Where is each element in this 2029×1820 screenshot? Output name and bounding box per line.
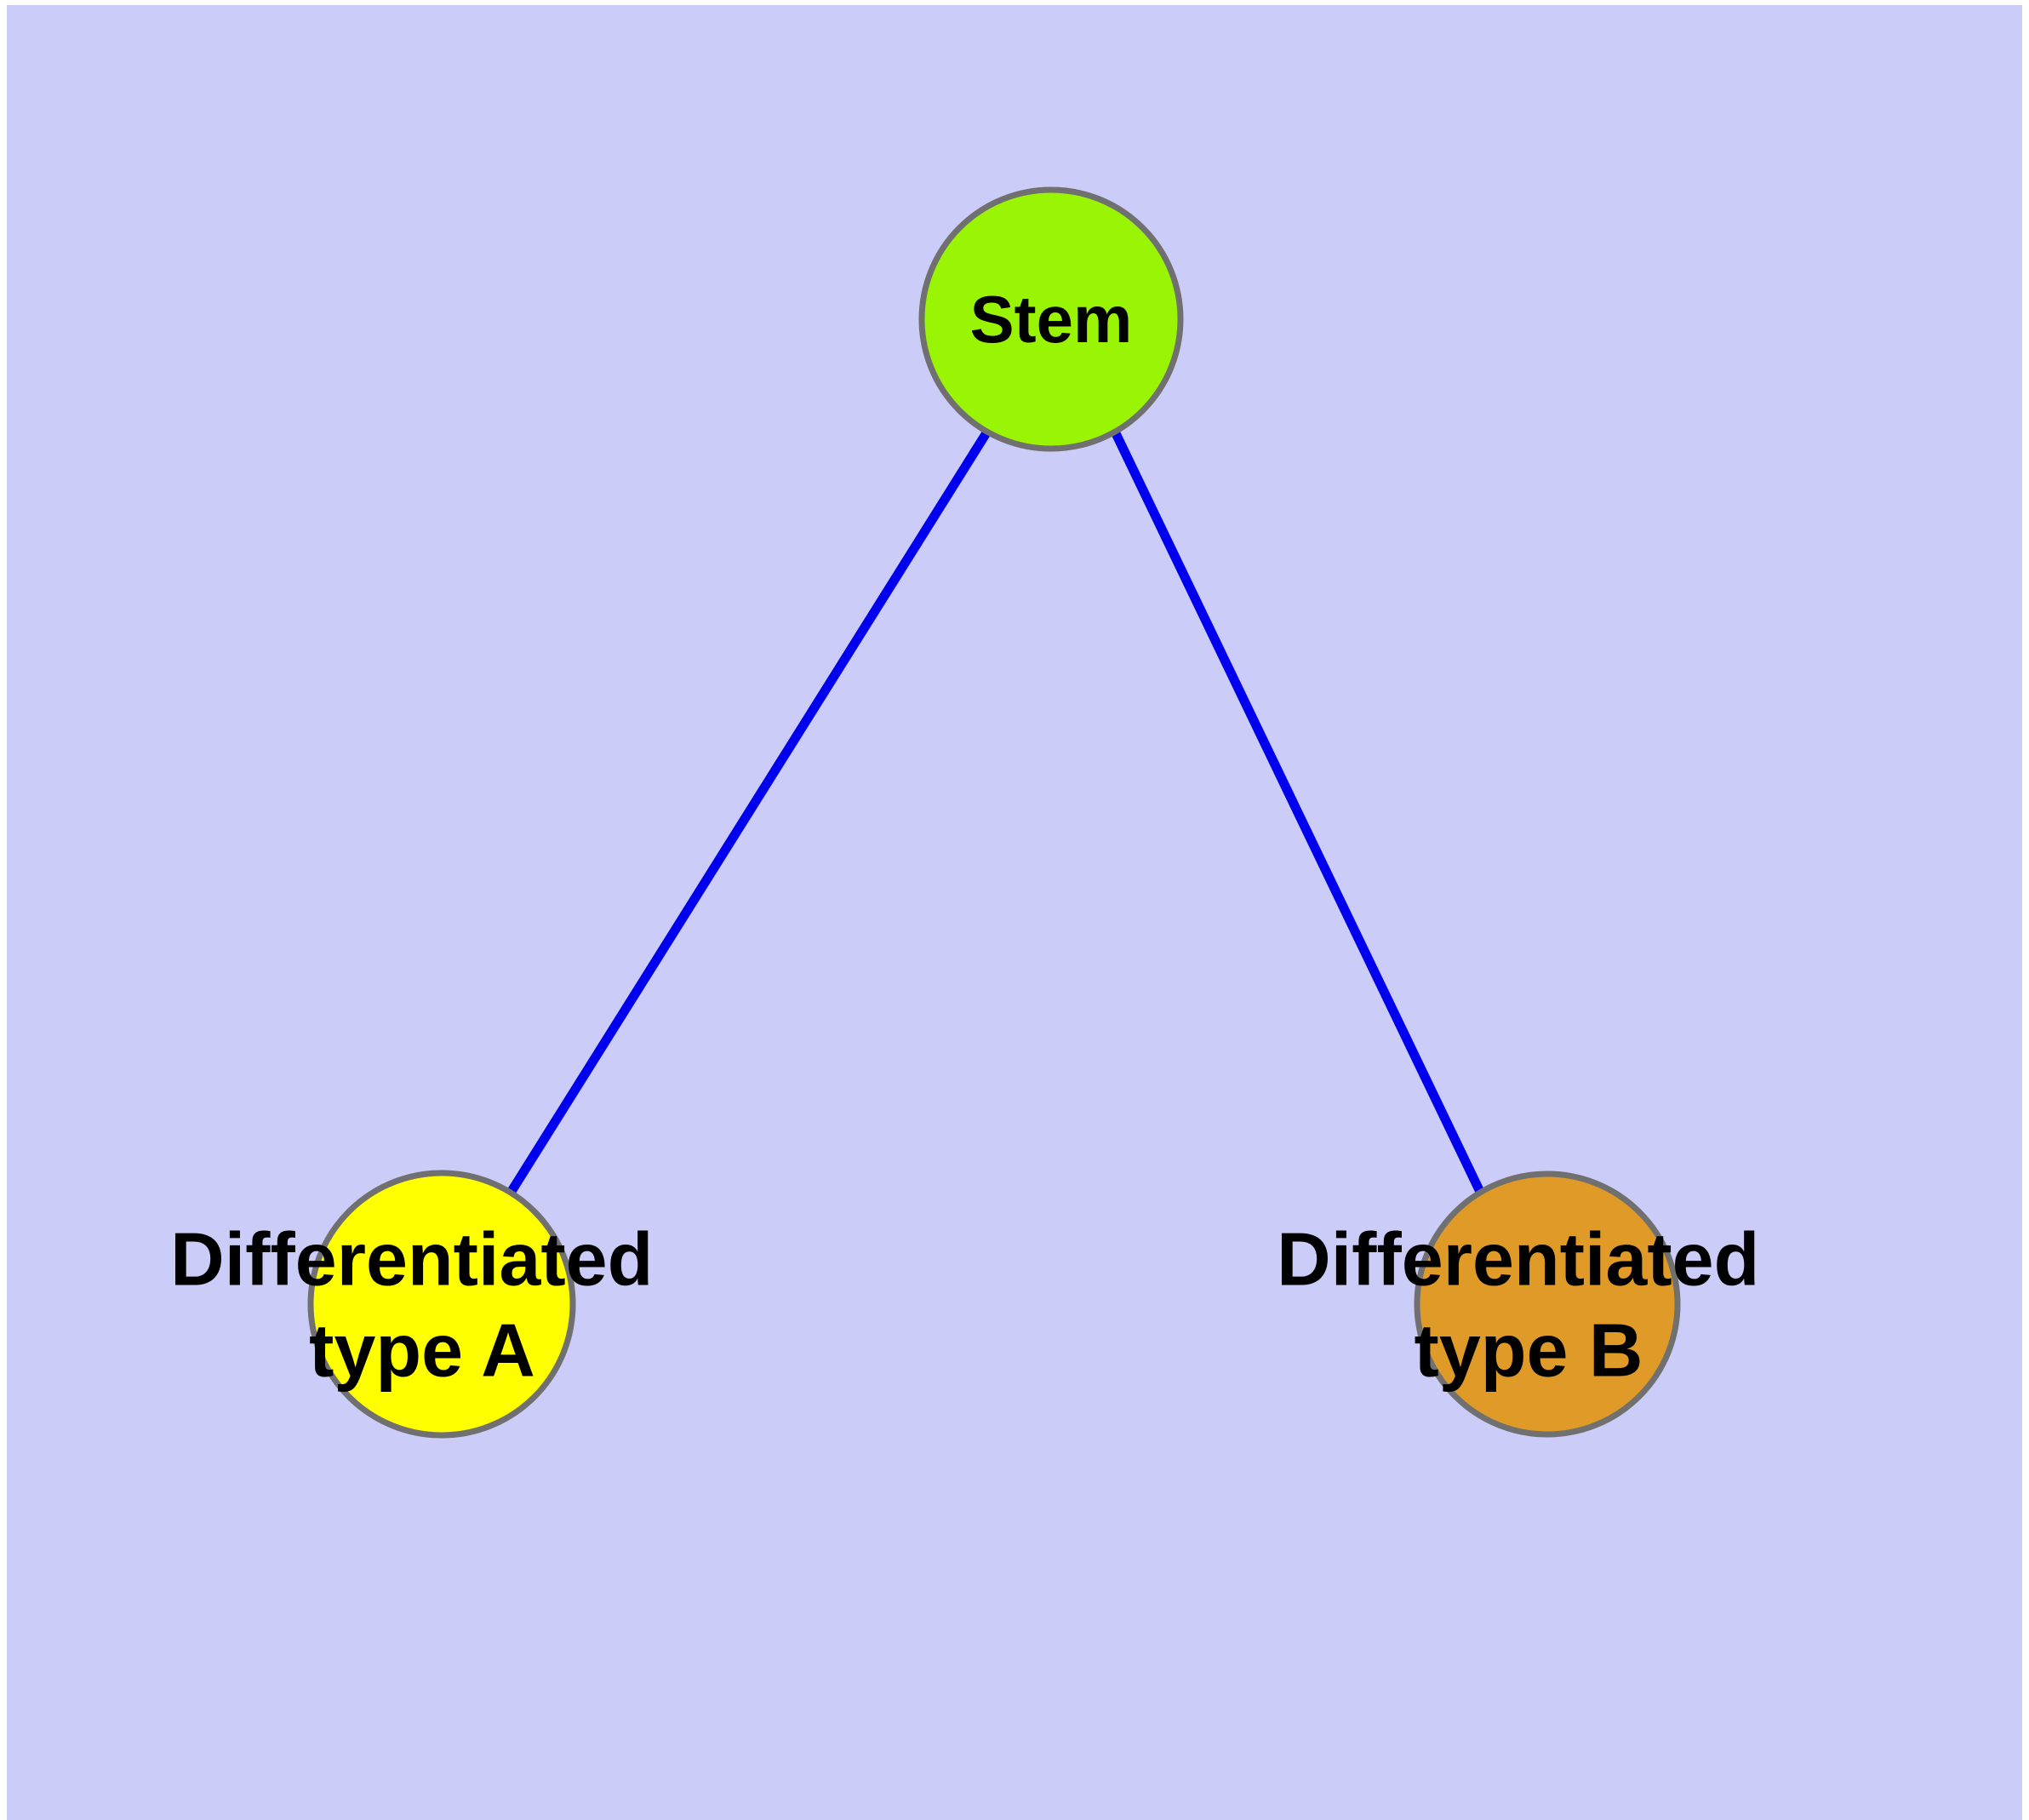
edge-stem-to-differentiated-type-a[interactable] bbox=[506, 429, 992, 1195]
node-layer bbox=[307, 186, 1681, 1439]
label-layer: Stem Differentiated type A Differentiate… bbox=[170, 282, 1780, 1392]
node-label-differentiated-type-b-line-1: Differentiated bbox=[1277, 1216, 1759, 1301]
node-label-differentiated-type-b-line-2: type B bbox=[1415, 1308, 1643, 1392]
node-differentiated-type-b[interactable] bbox=[1414, 1170, 1681, 1438]
node-label-differentiated-type-a: Differentiated type A bbox=[170, 1216, 674, 1392]
node-stem[interactable] bbox=[918, 186, 1184, 452]
node-label-differentiated-type-a-line-2: type A bbox=[309, 1308, 535, 1392]
node-differentiated-type-a[interactable] bbox=[307, 1170, 576, 1439]
node-label-stem-line-1: Stem bbox=[970, 282, 1133, 357]
node-label-stem: Stem bbox=[970, 282, 1133, 357]
node-label-differentiated-type-a-line-1: Differentiated bbox=[170, 1216, 653, 1301]
edge-layer bbox=[506, 429, 1485, 1196]
node-label-differentiated-type-b: Differentiated type B bbox=[1277, 1216, 1780, 1392]
edge-stem-to-differentiated-type-b[interactable] bbox=[1111, 429, 1485, 1196]
